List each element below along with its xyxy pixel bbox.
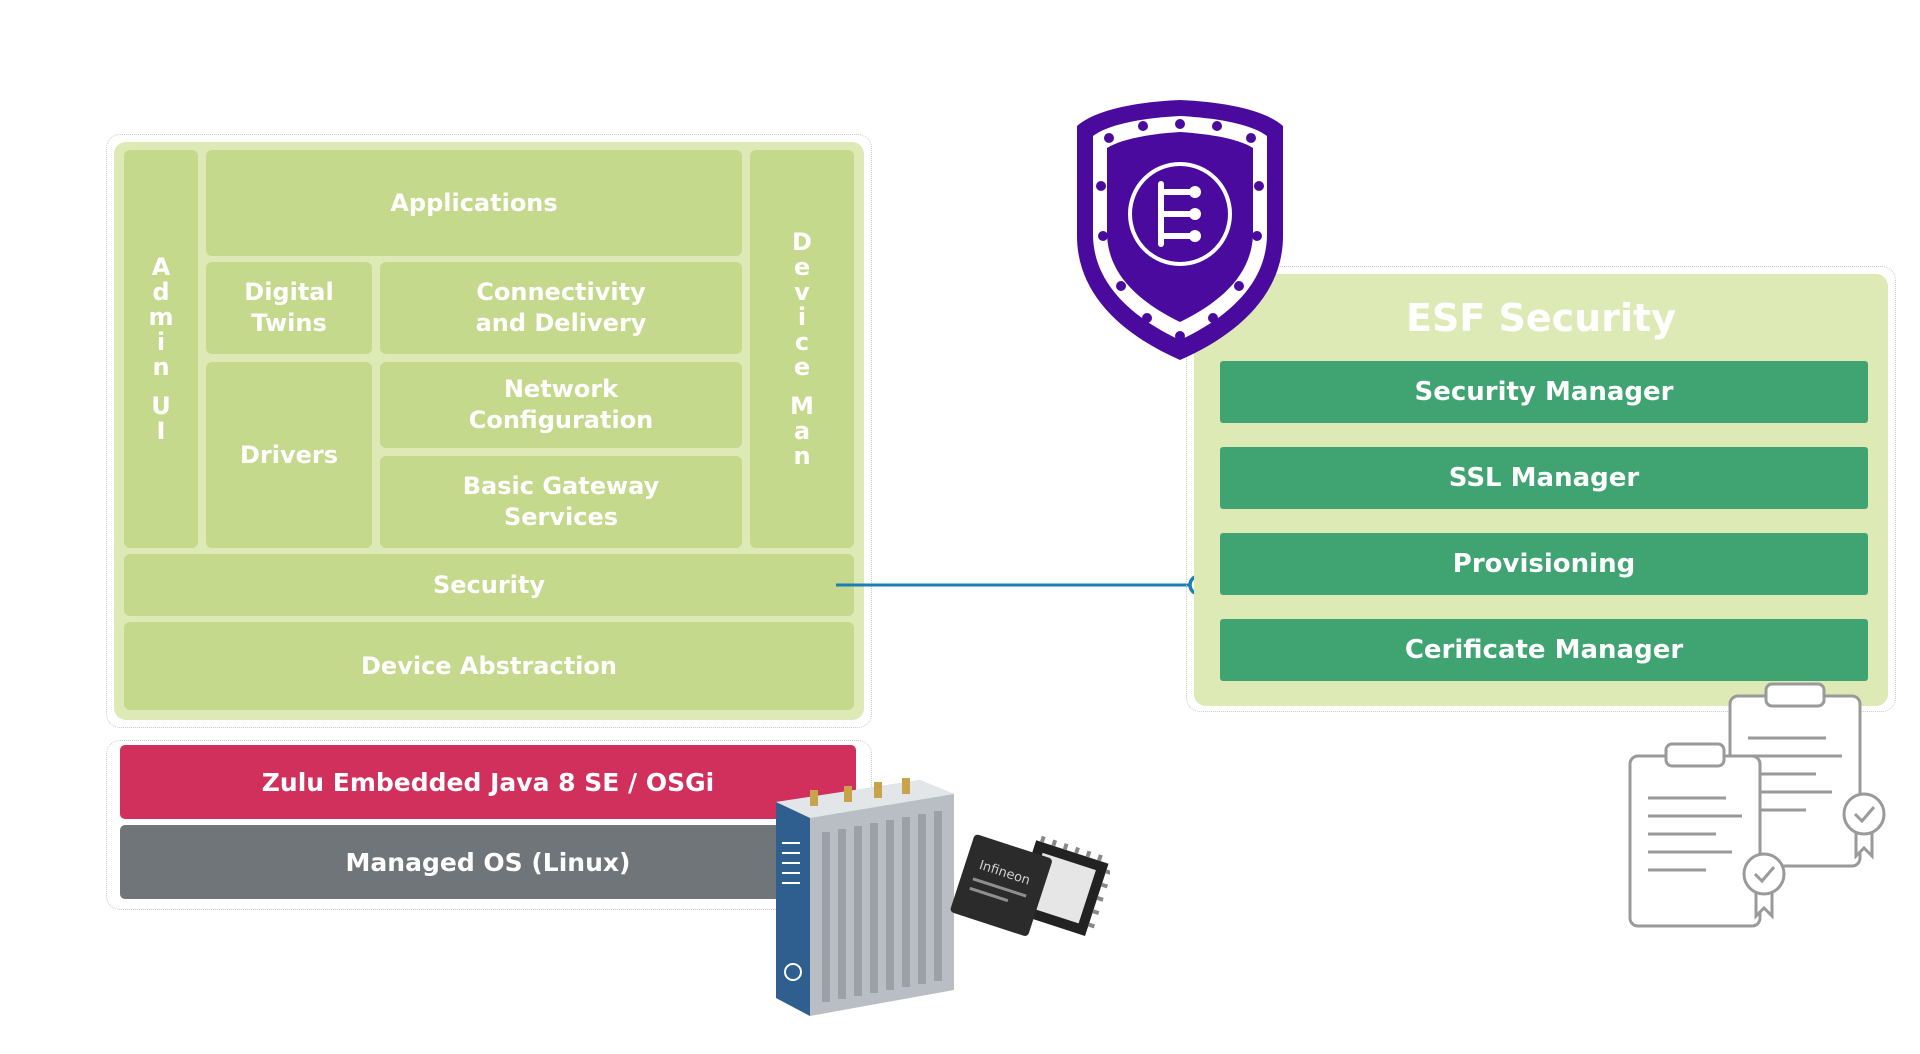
connectivity-block: Connectivity and Delivery: [380, 262, 742, 354]
vertical-letter: M: [790, 391, 814, 420]
vertical-letter: v: [794, 277, 810, 306]
vertical-letter: U: [151, 391, 171, 420]
device-abstraction-block: Device Abstraction: [124, 622, 854, 710]
shield-icon: [1077, 100, 1283, 360]
vertical-letter: e: [793, 252, 811, 281]
ssl-manager-item: SSL Manager: [1220, 447, 1868, 509]
digital-twins-line-2: Twins: [251, 309, 327, 337]
vertical-letter: m: [148, 302, 174, 331]
certificate-manager-item: Cerificate Manager: [1220, 619, 1868, 681]
vertical-letter: n: [152, 352, 170, 381]
connector-line: [836, 574, 1210, 596]
tpm-chip-image: Infineon: [950, 834, 1110, 936]
network-config-line-1: Network: [503, 375, 619, 403]
connectivity-line-1: Connectivity: [476, 278, 646, 306]
security-manager-item: Security Manager: [1220, 361, 1868, 423]
java-layer: Zulu Embedded Java 8 SE / OSGi: [120, 745, 856, 819]
network-config-line-2: Configuration: [468, 406, 654, 434]
esf-title: ESF Security: [1406, 296, 1676, 340]
certificate-documents-icon: [1628, 682, 1886, 928]
basic-gateway-line-2: Services: [503, 503, 619, 531]
drivers-block: Drivers: [206, 362, 372, 548]
vertical-letter: a: [793, 416, 811, 445]
vertical-letter: A: [151, 252, 171, 281]
vertical-letter: d: [152, 277, 170, 306]
vertical-letter: i: [797, 302, 807, 331]
connectivity-line-2: and Delivery: [475, 309, 647, 337]
esf-outline: [1186, 266, 1896, 712]
os-layer: Managed OS (Linux): [120, 825, 856, 899]
provisioning-item: Provisioning: [1220, 533, 1868, 595]
vertical-letter: D: [792, 227, 812, 256]
digital-twins-line-1: Digital: [244, 278, 334, 306]
basic-gateway-line-1: Basic Gateway: [462, 472, 660, 500]
framework-stack-outline: [106, 134, 872, 728]
gateway-device-image: [776, 778, 954, 1016]
vertical-letter: n: [793, 441, 811, 470]
applications-block: Applications: [206, 150, 742, 256]
vertical-letter: c: [794, 327, 810, 356]
security-block: Security: [124, 554, 854, 616]
vertical-letter: e: [793, 352, 811, 381]
vertical-letter: i: [156, 327, 166, 356]
vertical-letter: I: [156, 416, 166, 445]
